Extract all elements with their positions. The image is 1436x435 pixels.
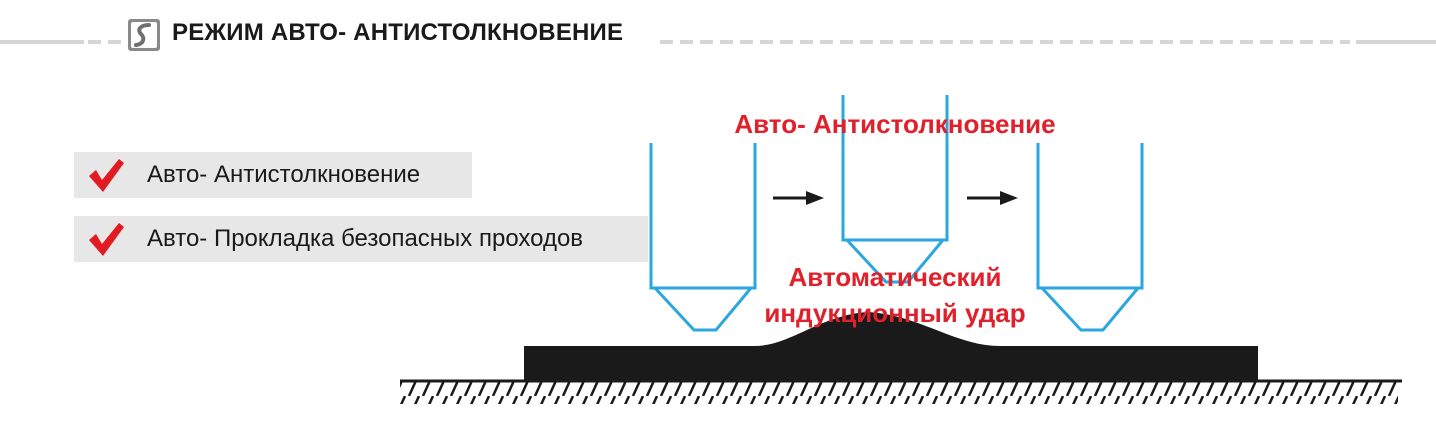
tool-head-left bbox=[649, 143, 757, 290]
impact-label-line1: Автоматический bbox=[788, 262, 1002, 292]
header: РЕЖИМ АВТО- АНТИСТОЛКНОВЕНИЕ bbox=[0, 0, 1436, 70]
header-line-right bbox=[1356, 40, 1436, 44]
feature-label: Авто- Антистолкновение bbox=[147, 161, 421, 188]
impact-label-line2: индукционный удар bbox=[764, 298, 1026, 328]
arrow-right-icon bbox=[967, 191, 1018, 205]
checkmark-icon bbox=[89, 223, 124, 256]
tool-tip-right bbox=[1040, 286, 1140, 332]
feature-label: Авто- Прокладка безопасных проходов bbox=[147, 225, 584, 252]
logo-icon bbox=[128, 19, 160, 51]
diagram-top-label: Авто- Антистолкновение bbox=[734, 109, 1056, 139]
ground-hatch bbox=[400, 382, 1398, 404]
checkmark-icon bbox=[89, 159, 124, 192]
tool-tip-middle bbox=[845, 238, 945, 284]
material-sheet bbox=[524, 312, 1258, 380]
arrow-right-icon bbox=[773, 191, 824, 205]
tool-head-middle bbox=[841, 95, 949, 242]
header-dashes-right bbox=[660, 40, 1350, 44]
feature-item-safe-path: Авто- Прокладка безопасных проходов bbox=[74, 216, 648, 262]
tool-tip-left bbox=[653, 286, 753, 332]
header-dashes-left bbox=[88, 40, 122, 44]
header-line-left bbox=[0, 40, 84, 44]
page-title: РЕЖИМ АВТО- АНТИСТОЛКНОВЕНИЕ bbox=[172, 19, 624, 46]
tool-head-right bbox=[1036, 143, 1144, 290]
feature-item-anti-collision: Авто- Антистолкновение bbox=[74, 152, 472, 198]
